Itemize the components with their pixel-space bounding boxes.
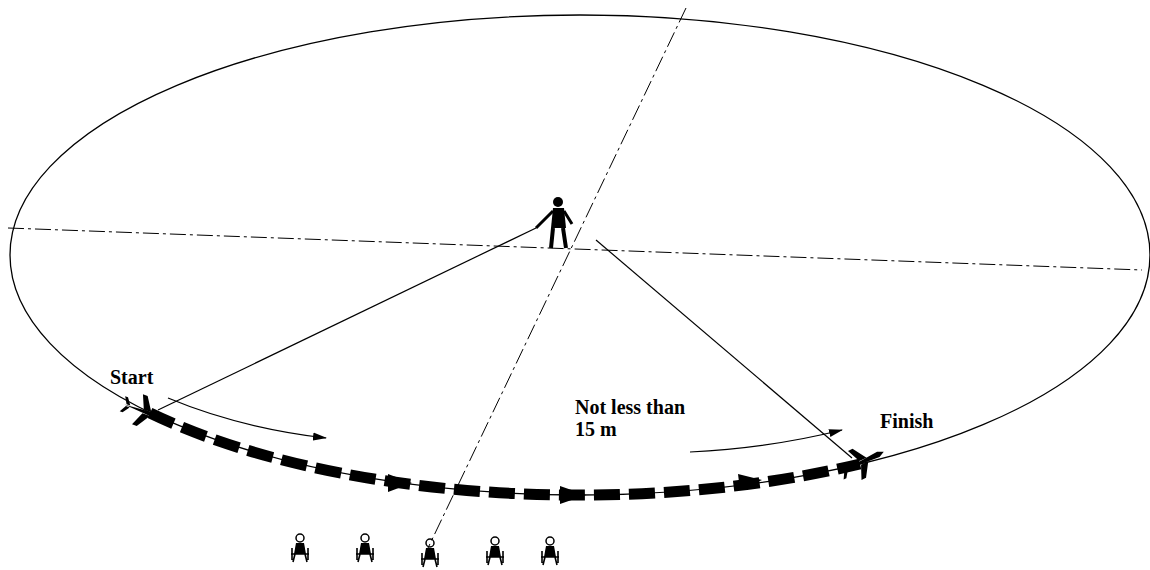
track-arrow bbox=[388, 474, 762, 504]
start-label: Start bbox=[110, 366, 190, 388]
direction-arrow bbox=[690, 430, 842, 452]
spectator bbox=[421, 539, 439, 567]
spectator bbox=[356, 534, 374, 562]
model-plane bbox=[117, 389, 173, 435]
spectator bbox=[291, 534, 309, 562]
axis-line bbox=[8, 228, 1142, 270]
axis-line bbox=[428, 8, 686, 548]
control-line bbox=[158, 228, 536, 410]
spectator bbox=[541, 537, 559, 565]
spectator bbox=[486, 537, 504, 565]
pilot-figure bbox=[536, 197, 572, 248]
flight-circle bbox=[10, 15, 1150, 495]
control-line bbox=[596, 240, 852, 458]
model-plane bbox=[833, 437, 890, 486]
direction-arrow bbox=[168, 398, 326, 438]
distance-note: Not less than 15 m bbox=[575, 396, 685, 440]
finish-label: Finish bbox=[880, 410, 960, 432]
